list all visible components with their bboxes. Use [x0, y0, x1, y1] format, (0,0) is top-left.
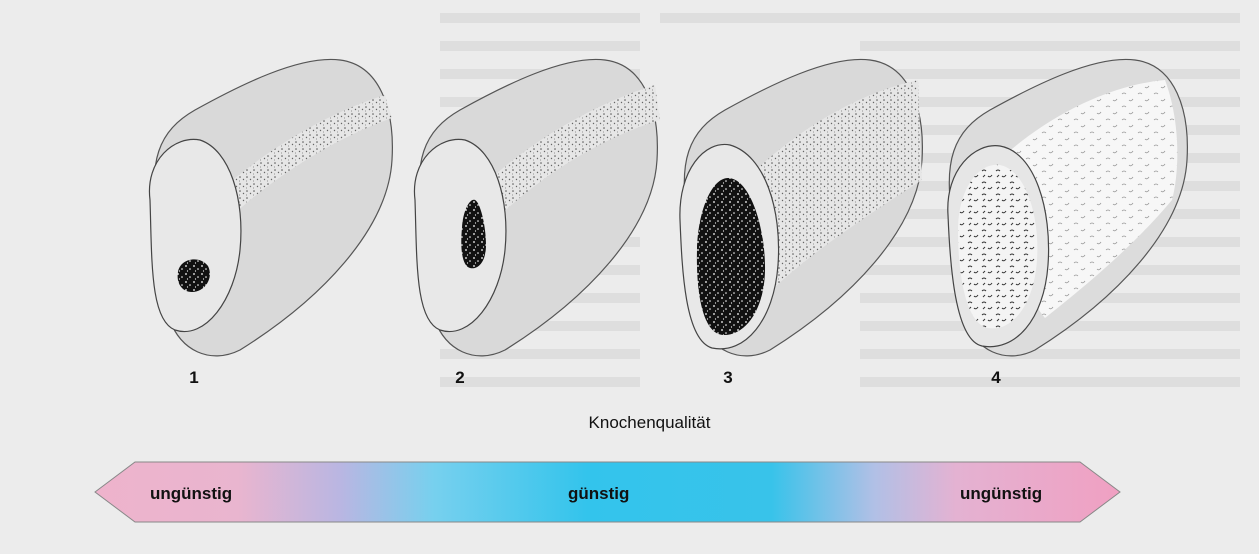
- bone-type-1: [149, 59, 392, 355]
- scale-caption: Knochenqualität: [0, 413, 1259, 433]
- label-type-2: 2: [445, 368, 475, 388]
- label-type-1: 1: [179, 368, 209, 388]
- label-type-4: 4: [981, 368, 1011, 388]
- label-type-3: 3: [713, 368, 743, 388]
- bone-type-3: [680, 59, 922, 355]
- scale-label-left: ungünstig: [150, 484, 232, 504]
- bone-4-cancellous: [958, 165, 1037, 329]
- scale-label-center: günstig: [568, 484, 629, 504]
- scale-label-right: ungünstig: [960, 484, 1042, 504]
